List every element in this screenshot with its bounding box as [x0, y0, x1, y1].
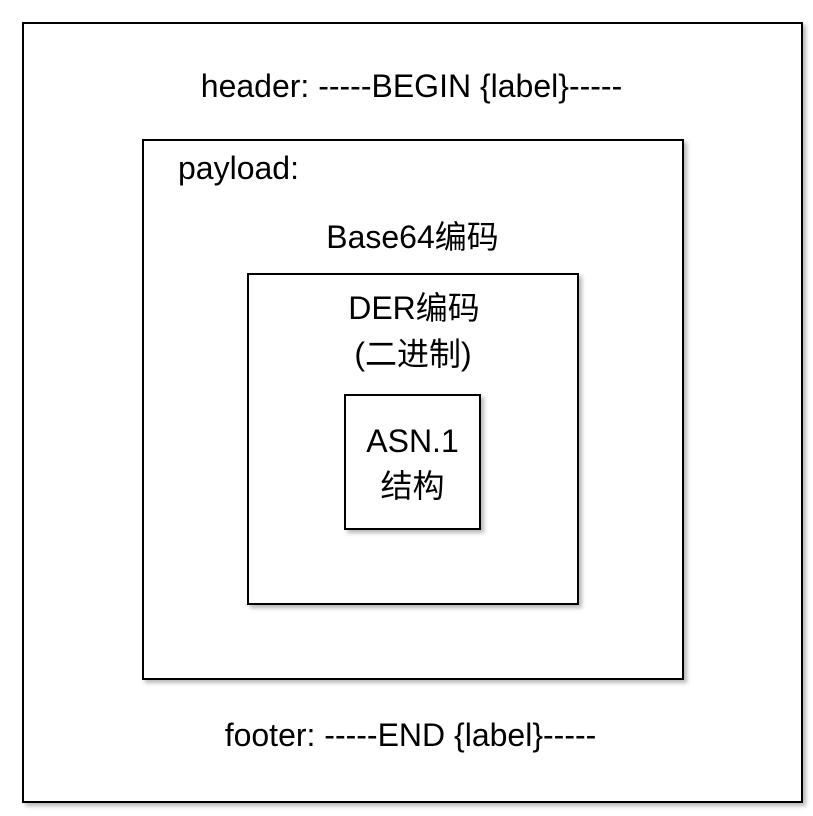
footer-label: footer: -----END {label}----- [224, 717, 597, 753]
header-label: header: -----BEGIN {label}----- [200, 68, 623, 104]
payload-label: payload: [178, 150, 299, 186]
der-sublabel: (二进制) [354, 336, 472, 372]
base64-label: Base64编码 [326, 219, 499, 255]
der-label: DER编码 [348, 290, 480, 326]
asn1-label: ASN.1 [366, 423, 459, 459]
asn1-sublabel: 结构 [380, 468, 445, 504]
asn1-box [344, 394, 481, 530]
